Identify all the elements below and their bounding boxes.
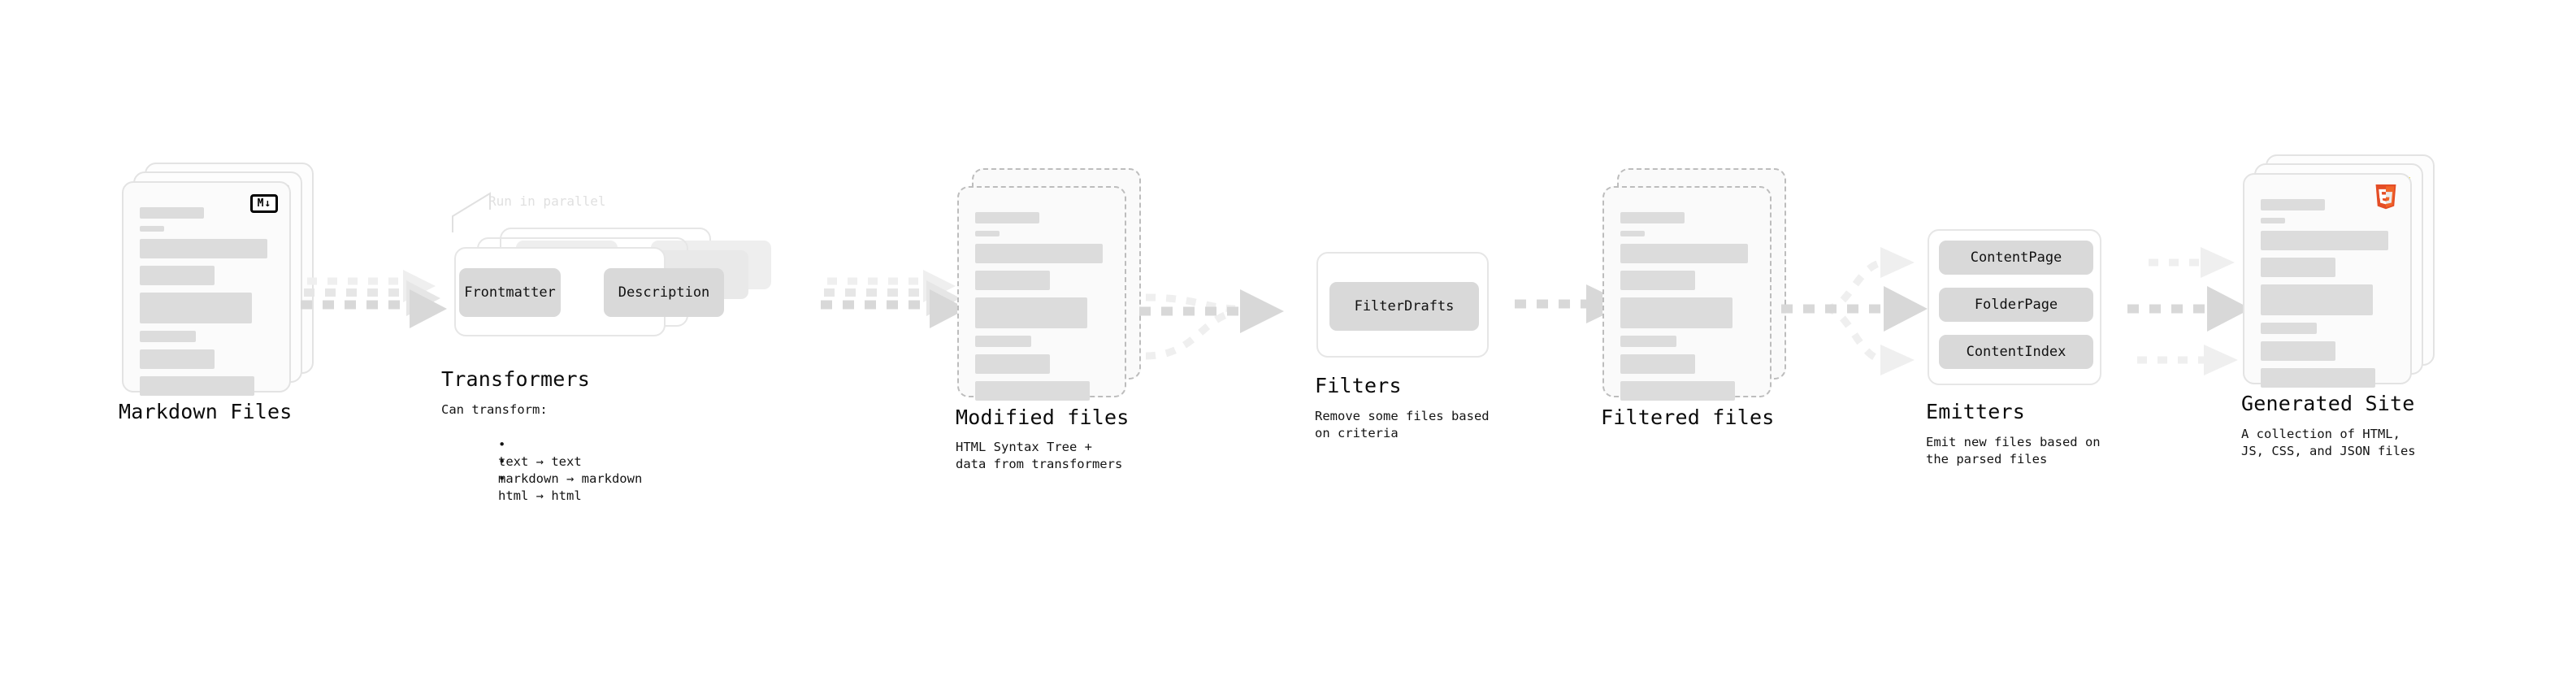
transformers-bullet-2: • html → html [453,453,582,522]
skeleton-bar [2261,258,2335,277]
connector-filtered-to-emitters-split [1781,247,1928,375]
filters-box[interactable]: FilterDrafts [1316,252,1489,358]
skeleton-bar [2261,323,2317,334]
markdown-icon-letter: M [257,197,264,210]
transformer-pill-description[interactable]: Description [604,268,724,317]
skeleton-bar [1620,354,1695,374]
connector-transformers-to-modified [821,270,967,328]
skeleton-bar [975,354,1050,374]
emitters-box[interactable]: ContentPage FolderPage ContentIndex [1928,229,2101,385]
skeleton-bar [140,207,204,219]
filters-title: Filters [1315,374,1402,397]
skeleton-bar [2261,341,2335,361]
skeleton-bar [975,381,1091,401]
transformer-pill-frontmatter[interactable]: Frontmatter [459,268,561,317]
skeleton-bar [975,212,1039,223]
transformers-bullet-1-label: markdown → markdown [498,471,643,486]
bullet-char-1: • [498,454,506,469]
modified-card-skeleton [975,212,1108,408]
transformers-bullet-1: • markdown → markdown [453,436,642,505]
html5-icon: HTML [2373,184,2399,217]
emitter-pill-contentindex[interactable]: ContentIndex [1939,335,2093,369]
generated-site-subtitle: A collection of HTML, JS, CSS, and JSON … [2241,427,2416,458]
bullet-char-2: • [498,471,506,486]
filter-pill-filterdrafts[interactable]: FilterDrafts [1329,282,1479,331]
skeleton-bar [140,293,252,323]
skeleton-bar [2261,368,2376,388]
markdown-icon: M ↓ [250,194,278,213]
transformers-subtitle: Can transform: [441,402,548,417]
modified-files-subtitle: HTML Syntax Tree + data from transformer… [956,440,1123,471]
emitter-pill-folderpage[interactable]: FolderPage [1939,288,2093,322]
run-in-parallel-bracket [452,192,491,232]
skeleton-bar [1620,244,1749,263]
emitter-pill-contentindex-label: ContentIndex [1966,344,2066,360]
skeleton-bar [1620,297,1733,328]
transformers-bullet-2-label: html → html [498,488,582,503]
connector-md-to-transformers [301,270,447,328]
skeleton-bar [140,266,215,285]
skeleton-bar [140,349,215,369]
skeleton-bar [975,297,1087,328]
skeleton-bar [140,226,164,232]
modified-card-front [957,186,1126,401]
skeleton-bar [140,239,268,258]
skeleton-bar [2261,218,2285,223]
skeleton-bar [2261,231,2389,250]
transformers-bullet-0: • text → text [453,419,582,488]
skeleton-bar [140,331,196,342]
emitter-pill-contentpage-label: ContentPage [1970,249,2062,266]
skeleton-bar [2261,284,2373,315]
transformers-title: Transformers [441,367,591,391]
skeleton-bar [975,244,1104,263]
skeleton-bar [2261,199,2325,210]
skeleton-bar [1620,381,1736,401]
skeleton-bar [975,336,1031,347]
site-card-front: HTML [2243,173,2412,388]
emitters-title: Emitters [1926,400,2026,423]
modified-files-title: Modified files [956,406,1130,429]
generated-site-title: Generated Site [2241,392,2415,415]
skeleton-bar [1620,212,1685,223]
emitter-pill-contentpage[interactable]: ContentPage [1939,241,2093,275]
filtered-card-front [1602,186,1772,401]
connector-modified-to-filters-merge [1139,289,1284,360]
emitter-pill-folderpage-label: FolderPage [1974,297,2058,313]
transformer-pill-frontmatter-label: Frontmatter [464,284,556,301]
filtered-files-title: Filtered files [1601,406,1775,429]
filters-subtitle: Remove some files based on criteria [1315,409,1490,440]
skeleton-bar [1620,336,1676,347]
markdown-card-skeleton [140,207,273,403]
transformers-box-front[interactable]: Frontmatter Description [454,247,724,336]
skeleton-bar [975,231,1000,236]
filtered-card-skeleton [1620,212,1754,408]
filter-pill-filterdrafts-label: FilterDrafts [1354,298,1455,314]
skeleton-bar [1620,231,1645,236]
skeleton-bar [1620,271,1695,290]
markdown-icon-arrow: ↓ [264,197,271,210]
skeleton-bar [140,376,255,396]
bullet-char-0: • [498,437,506,452]
markdown-files-title: Markdown Files [119,400,293,423]
emitters-subtitle: Emit new files based on the parsed files [1926,435,2101,466]
run-in-parallel-label: Run in parallel [488,193,606,209]
markdown-card-front: M ↓ [122,181,291,396]
transformers-bullet-0-label: text → text [498,454,582,469]
html5-icon-shield [2375,184,2396,210]
transformer-pill-description-label: Description [618,284,710,301]
connector-emitters-to-site [2127,247,2251,375]
skeleton-bar [975,271,1050,290]
site-card-skeleton [2261,199,2394,395]
